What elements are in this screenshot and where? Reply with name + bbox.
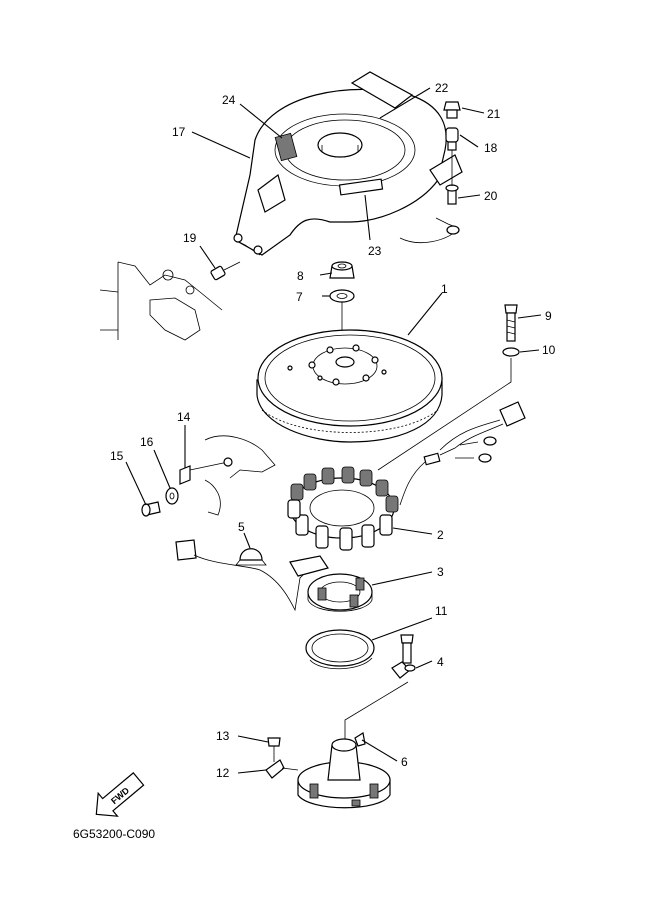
callout-1: 1 bbox=[441, 282, 448, 296]
leader-lines bbox=[125, 87, 542, 774]
grommet-and-bracket bbox=[99, 261, 241, 341]
clamp-bolt bbox=[391, 634, 416, 679]
callout-7: 7 bbox=[296, 290, 303, 304]
flywheel bbox=[256, 329, 443, 443]
callout-24: 24 bbox=[222, 93, 236, 107]
part-code: 6G53200-C090 bbox=[73, 827, 155, 841]
callout-9: 9 bbox=[545, 309, 552, 323]
callout-23: 23 bbox=[368, 244, 382, 258]
ground-bracket-hardware bbox=[141, 435, 276, 517]
callout-8: 8 bbox=[297, 269, 304, 283]
callout-17: 17 bbox=[172, 125, 186, 139]
base-assembly bbox=[265, 681, 409, 809]
callout-2: 2 bbox=[437, 528, 444, 542]
callout-6: 6 bbox=[401, 755, 408, 769]
callout-21: 21 bbox=[487, 107, 501, 121]
fwd-arrow-icon: FWD bbox=[95, 772, 145, 817]
callout-19: 19 bbox=[183, 231, 197, 245]
callout-18: 18 bbox=[484, 141, 498, 155]
callout-4: 4 bbox=[437, 655, 444, 669]
stator-bolt-washer bbox=[377, 304, 520, 471]
stator-coil bbox=[287, 466, 399, 551]
stator-wire-harness bbox=[399, 401, 526, 506]
callout-16: 16 bbox=[140, 435, 154, 449]
callout-12: 12 bbox=[216, 766, 230, 780]
cover-bolt-hardware bbox=[435, 101, 461, 235]
callout-20: 20 bbox=[484, 189, 498, 203]
callout-13: 13 bbox=[216, 729, 230, 743]
pulser-coil bbox=[289, 555, 373, 612]
wire-clamp bbox=[235, 548, 267, 566]
callout-14: 14 bbox=[177, 410, 191, 424]
callout-5: 5 bbox=[238, 520, 245, 534]
pulser-coil-wire bbox=[175, 539, 311, 612]
callout-3: 3 bbox=[437, 565, 444, 579]
callout-10: 10 bbox=[542, 343, 556, 357]
callout-22: 22 bbox=[435, 81, 449, 95]
decal-label bbox=[350, 71, 414, 109]
callout-15: 15 bbox=[110, 449, 124, 463]
flywheel-cover bbox=[233, 88, 463, 256]
retaining-ring bbox=[305, 629, 375, 670]
callout-11: 11 bbox=[435, 604, 448, 618]
callout-labels: 1 2 3 4 5 6 7 8 9 10 11 12 13 14 15 16 1… bbox=[110, 81, 556, 780]
